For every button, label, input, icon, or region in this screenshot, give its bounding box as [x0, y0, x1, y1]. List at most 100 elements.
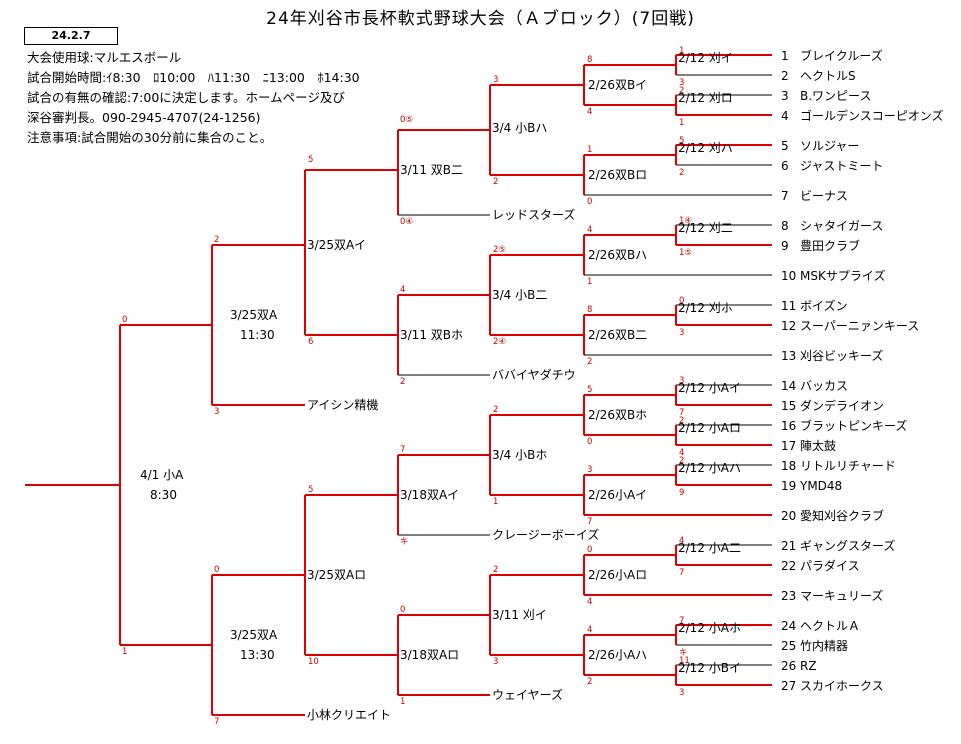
match-label: 2/26小Aハ [588, 648, 647, 662]
score-label: 3 [493, 75, 498, 85]
score-label: 9 [679, 488, 684, 498]
team-name: ババイヤダチウ [492, 367, 576, 382]
team-number: 13 [781, 349, 796, 363]
score-label: 2 [493, 177, 498, 187]
team-name: 陣太鼓 [800, 438, 836, 453]
match-label: 3/4 小Bハ [492, 121, 547, 135]
team-number: 21 [781, 539, 796, 553]
team-name: ヘクトルＡ [800, 619, 860, 633]
team-number: 22 [781, 559, 796, 573]
team-name: ビーナス [800, 189, 848, 203]
team-name: ウェイヤーズ [492, 687, 563, 702]
match-label: 13:30 [240, 648, 275, 662]
match-label: 2/12 小Bイ [678, 661, 741, 675]
score-label: 0 [587, 437, 592, 447]
team-number: 20 [781, 509, 796, 523]
score-label: 4 [679, 448, 684, 458]
team-name: YMD48 [799, 479, 842, 493]
team-number: 24 [781, 619, 796, 633]
match-label: 2/26双Bハ [588, 248, 647, 262]
score-label: 2⑤ [493, 245, 506, 255]
match-label: 3/11 双Bホ [400, 328, 463, 342]
score-label: 0④ [400, 217, 413, 227]
match-label: 3/4 小Bホ [492, 448, 547, 462]
team-name: RZ [800, 659, 817, 673]
team-number: 25 [781, 639, 796, 653]
team-number: 14 [781, 379, 796, 393]
team-name: 豊田クラブ [800, 238, 860, 253]
team-number: 15 [781, 399, 796, 413]
score-label: 7 [679, 568, 684, 578]
score-label: 2 [493, 405, 498, 415]
match-label: 2/26小Aイ [588, 488, 647, 502]
score-label: 7 [400, 445, 405, 455]
team-number: 26 [781, 659, 796, 673]
team-name: ブレイクルーズ [800, 48, 883, 63]
score-label: 7 [587, 517, 592, 527]
score-label: 2 [679, 456, 684, 466]
score-label: 5 [308, 485, 313, 495]
match-label: 2/26双Bホ [588, 408, 647, 422]
match-label: 3/4 小B二 [492, 288, 547, 302]
match-label: 3/25双Aイ [307, 238, 366, 252]
score-label: 3 [214, 407, 219, 417]
match-label: 3/18双Aロ [400, 648, 459, 662]
score-label: 1 [679, 118, 684, 128]
team-number: 10 [781, 269, 796, 283]
team-name: ジャストミート [800, 159, 883, 173]
match-label: 4/1 小A [140, 468, 184, 482]
score-label: 1④ [679, 216, 692, 226]
score-label: 8 [587, 55, 592, 65]
score-label: 0 [400, 605, 405, 615]
match-label: 2/26双Bロ [588, 168, 647, 182]
team-number: 5 [781, 139, 789, 153]
score-label: 2 [679, 416, 684, 426]
score-label: 0⑤ [400, 115, 413, 125]
score-label: 3 [679, 376, 684, 386]
score-label: 0 [587, 197, 592, 207]
score-label: 10 [308, 657, 319, 667]
score-label: 2 [400, 377, 405, 387]
score-label: 1⑤ [679, 248, 692, 258]
team-number: 11 [781, 299, 796, 313]
team-number: 17 [781, 439, 796, 453]
match-label: 3/18双Aイ [400, 488, 459, 502]
match-label: 2/12 小Aハ [678, 461, 741, 475]
match-label: 2/12 小Aイ [678, 381, 741, 395]
score-label: 0 [587, 545, 592, 555]
score-label: 1 [400, 697, 405, 707]
team-name: 小林クリエイト [307, 708, 391, 722]
team-name: ギャングスターズ [800, 538, 895, 553]
match-label: 2/12 小Aホ [678, 621, 741, 635]
team-number: 2 [781, 69, 789, 83]
score-label: 3 [679, 78, 684, 88]
match-label: 3/25双Aロ [307, 568, 366, 582]
team-number: 16 [781, 419, 796, 433]
date-box: 24.2.7 [24, 27, 118, 45]
match-label: 2/12 刈ハ [678, 141, 733, 155]
match-label: 3/25双A [230, 308, 278, 322]
score-label: 1 [122, 647, 127, 657]
score-label: 2 [587, 677, 592, 687]
team-name: 愛知刈谷クラブ [800, 508, 884, 523]
team-name: クレージーボーイズ [492, 527, 599, 542]
match-label: 3/11 刈イ [492, 608, 547, 622]
score-label: 1 [679, 46, 684, 56]
team-name: B.ワンピース [800, 89, 871, 103]
team-name: ダンデライオン [800, 398, 884, 413]
match-label: 3/25双A [230, 628, 278, 642]
team-name: レッドスターズ [492, 207, 575, 222]
score-label: 11 [679, 656, 690, 666]
score-label: 8 [587, 305, 592, 315]
score-label: 0 [679, 296, 684, 306]
team-number: 7 [781, 189, 789, 203]
match-label: 2/12 小Aロ [678, 421, 741, 435]
match-label: 2/12 刈二 [678, 221, 733, 235]
team-name: スーパーニァンキース [800, 319, 919, 333]
info-ball: 大会使用球:マルエスボール [27, 50, 182, 65]
team-number: 8 [781, 219, 789, 233]
team-name: スカイホークス [800, 679, 884, 693]
score-label: 4 [587, 107, 592, 117]
match-label: 11:30 [240, 328, 275, 342]
